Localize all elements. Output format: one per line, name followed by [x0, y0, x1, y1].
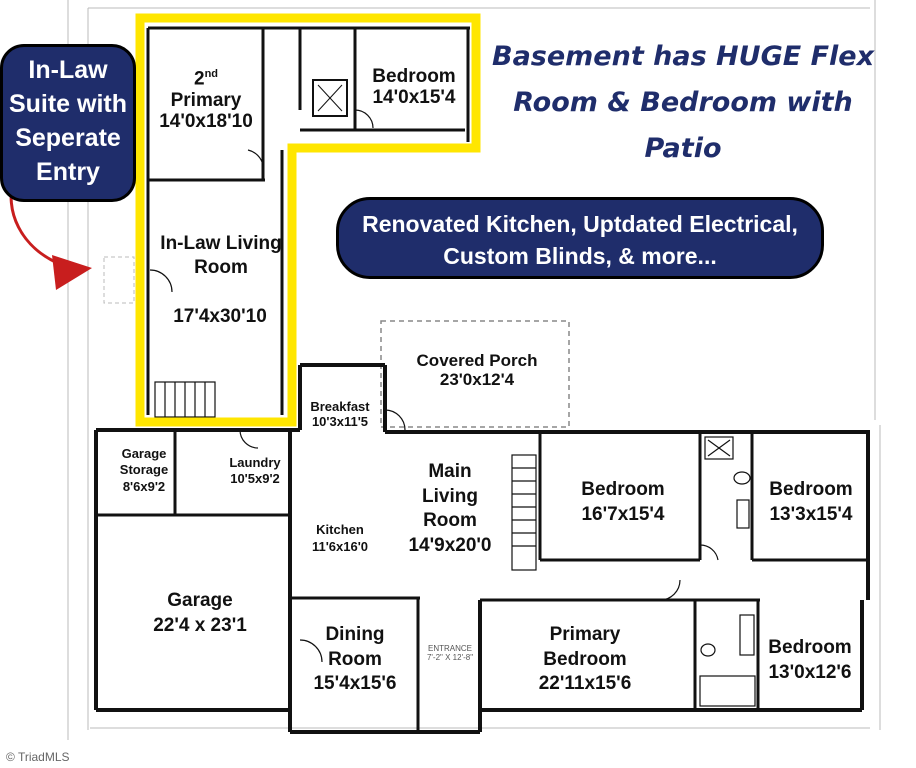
bath-fixtures	[699, 436, 756, 707]
bedroom-right-dims: 13'3x15'4	[769, 503, 853, 525]
upper-bedroom-dims: 14'0x15'4	[372, 87, 456, 109]
bedroom-small-dims: 13'0x12'6	[768, 661, 852, 683]
bedroom-mid-name: Bedroom	[581, 479, 665, 500]
room-main-living: Main Living Room 14'9x20'0	[398, 460, 502, 559]
entrance-dims: 7'-2" X 12'-8"	[426, 652, 474, 662]
room-second-primary: 2nd Primary 14'0x18'10	[150, 68, 262, 132]
renovations-callout: Renovated Kitchen, Uptdated Electrical, …	[336, 197, 824, 279]
second-primary-name: Primary	[170, 89, 242, 111]
bedroom-mid-dims: 16'7x15'4	[581, 503, 665, 525]
second-primary-ordinal: 2	[193, 68, 205, 90]
second-primary-sup: nd	[204, 68, 219, 80]
room-covered-porch: Covered Porch 23'0x12'4	[392, 351, 562, 389]
garage-storage-dims: 8'6x9'2	[122, 478, 166, 494]
room-bedroom-mid: Bedroom 16'7x15'4	[548, 478, 698, 527]
kitchen-name: Kitchen	[316, 522, 364, 537]
main-walls	[94, 363, 870, 734]
inlaw-suite-callout: In-Law Suite with Seperate Entry	[0, 44, 136, 202]
breakfast-dims: 10'3x11'5	[311, 413, 369, 429]
room-breakfast: Breakfast 10'3x11'5	[300, 399, 380, 429]
room-garage-storage: Garage Storage 8'6x9'2	[112, 446, 176, 495]
room-garage: Garage 22'4 x 23'1	[120, 589, 280, 638]
bedroom-right-name: Bedroom	[769, 479, 853, 500]
main-stairs	[511, 454, 537, 571]
main-living-dims: 14'9x20'0	[408, 535, 492, 557]
laundry-name: Laundry	[229, 455, 281, 470]
upper-bedroom-name: Bedroom	[372, 66, 456, 87]
laundry-dims: 10'5x9'2	[230, 471, 280, 487]
room-bedroom-right: Bedroom 13'3x15'4	[756, 478, 866, 527]
inlaw-highlight	[135, 13, 481, 427]
room-primary-bedroom: Primary Bedroom 22'11x15'6	[510, 623, 660, 697]
covered-porch-dims: 23'0x12'4	[439, 370, 515, 390]
dining-name: Dining Room	[325, 624, 385, 670]
room-dining: Dining Room 15'4x15'6	[296, 623, 414, 697]
room-laundry: Laundry 10'5x9'2	[212, 455, 298, 488]
covered-porch-name: Covered Porch	[416, 351, 538, 370]
room-kitchen: Kitchen 11'6x16'0	[305, 522, 375, 556]
entrance-name: ENTRANCE	[427, 644, 472, 653]
watermark: © TriadMLS	[6, 750, 70, 764]
room-inlaw-living: In-Law Living Room	[160, 233, 282, 279]
kitchen-dims: 11'6x16'0	[311, 538, 369, 554]
main-living-name: Main Living Room	[422, 461, 478, 532]
door-swings	[149, 109, 719, 663]
primary-bedroom-dims: 22'11x15'6	[538, 673, 632, 695]
basement-note: Basement has HUGE Flex Room & Bedroom wi…	[491, 41, 875, 164]
inlaw-living-dims: 17'4x30'10	[173, 306, 267, 327]
entrance-label: ENTRANCE 7'-2" X 12'-8"	[420, 644, 480, 663]
garage-name: Garage	[167, 590, 233, 611]
inlaw-walls	[146, 26, 470, 415]
garage-dims: 22'4 x 23'1	[153, 614, 247, 636]
covered-porch-outline	[380, 320, 570, 428]
room-bedroom-small: Bedroom 13'0x12'6	[760, 636, 860, 685]
second-primary-dims: 14'0x18'10	[159, 110, 253, 132]
bedroom-small-name: Bedroom	[768, 637, 852, 658]
garage-storage-name: Garage Storage	[119, 446, 169, 478]
inlaw-stairs	[154, 381, 216, 418]
primary-bedroom-name: Primary Bedroom	[543, 624, 627, 670]
room-upper-bedroom: Bedroom 14'0x15'4	[358, 66, 470, 109]
breakfast-name: Breakfast	[310, 399, 370, 414]
dining-dims: 15'4x15'6	[313, 673, 397, 695]
